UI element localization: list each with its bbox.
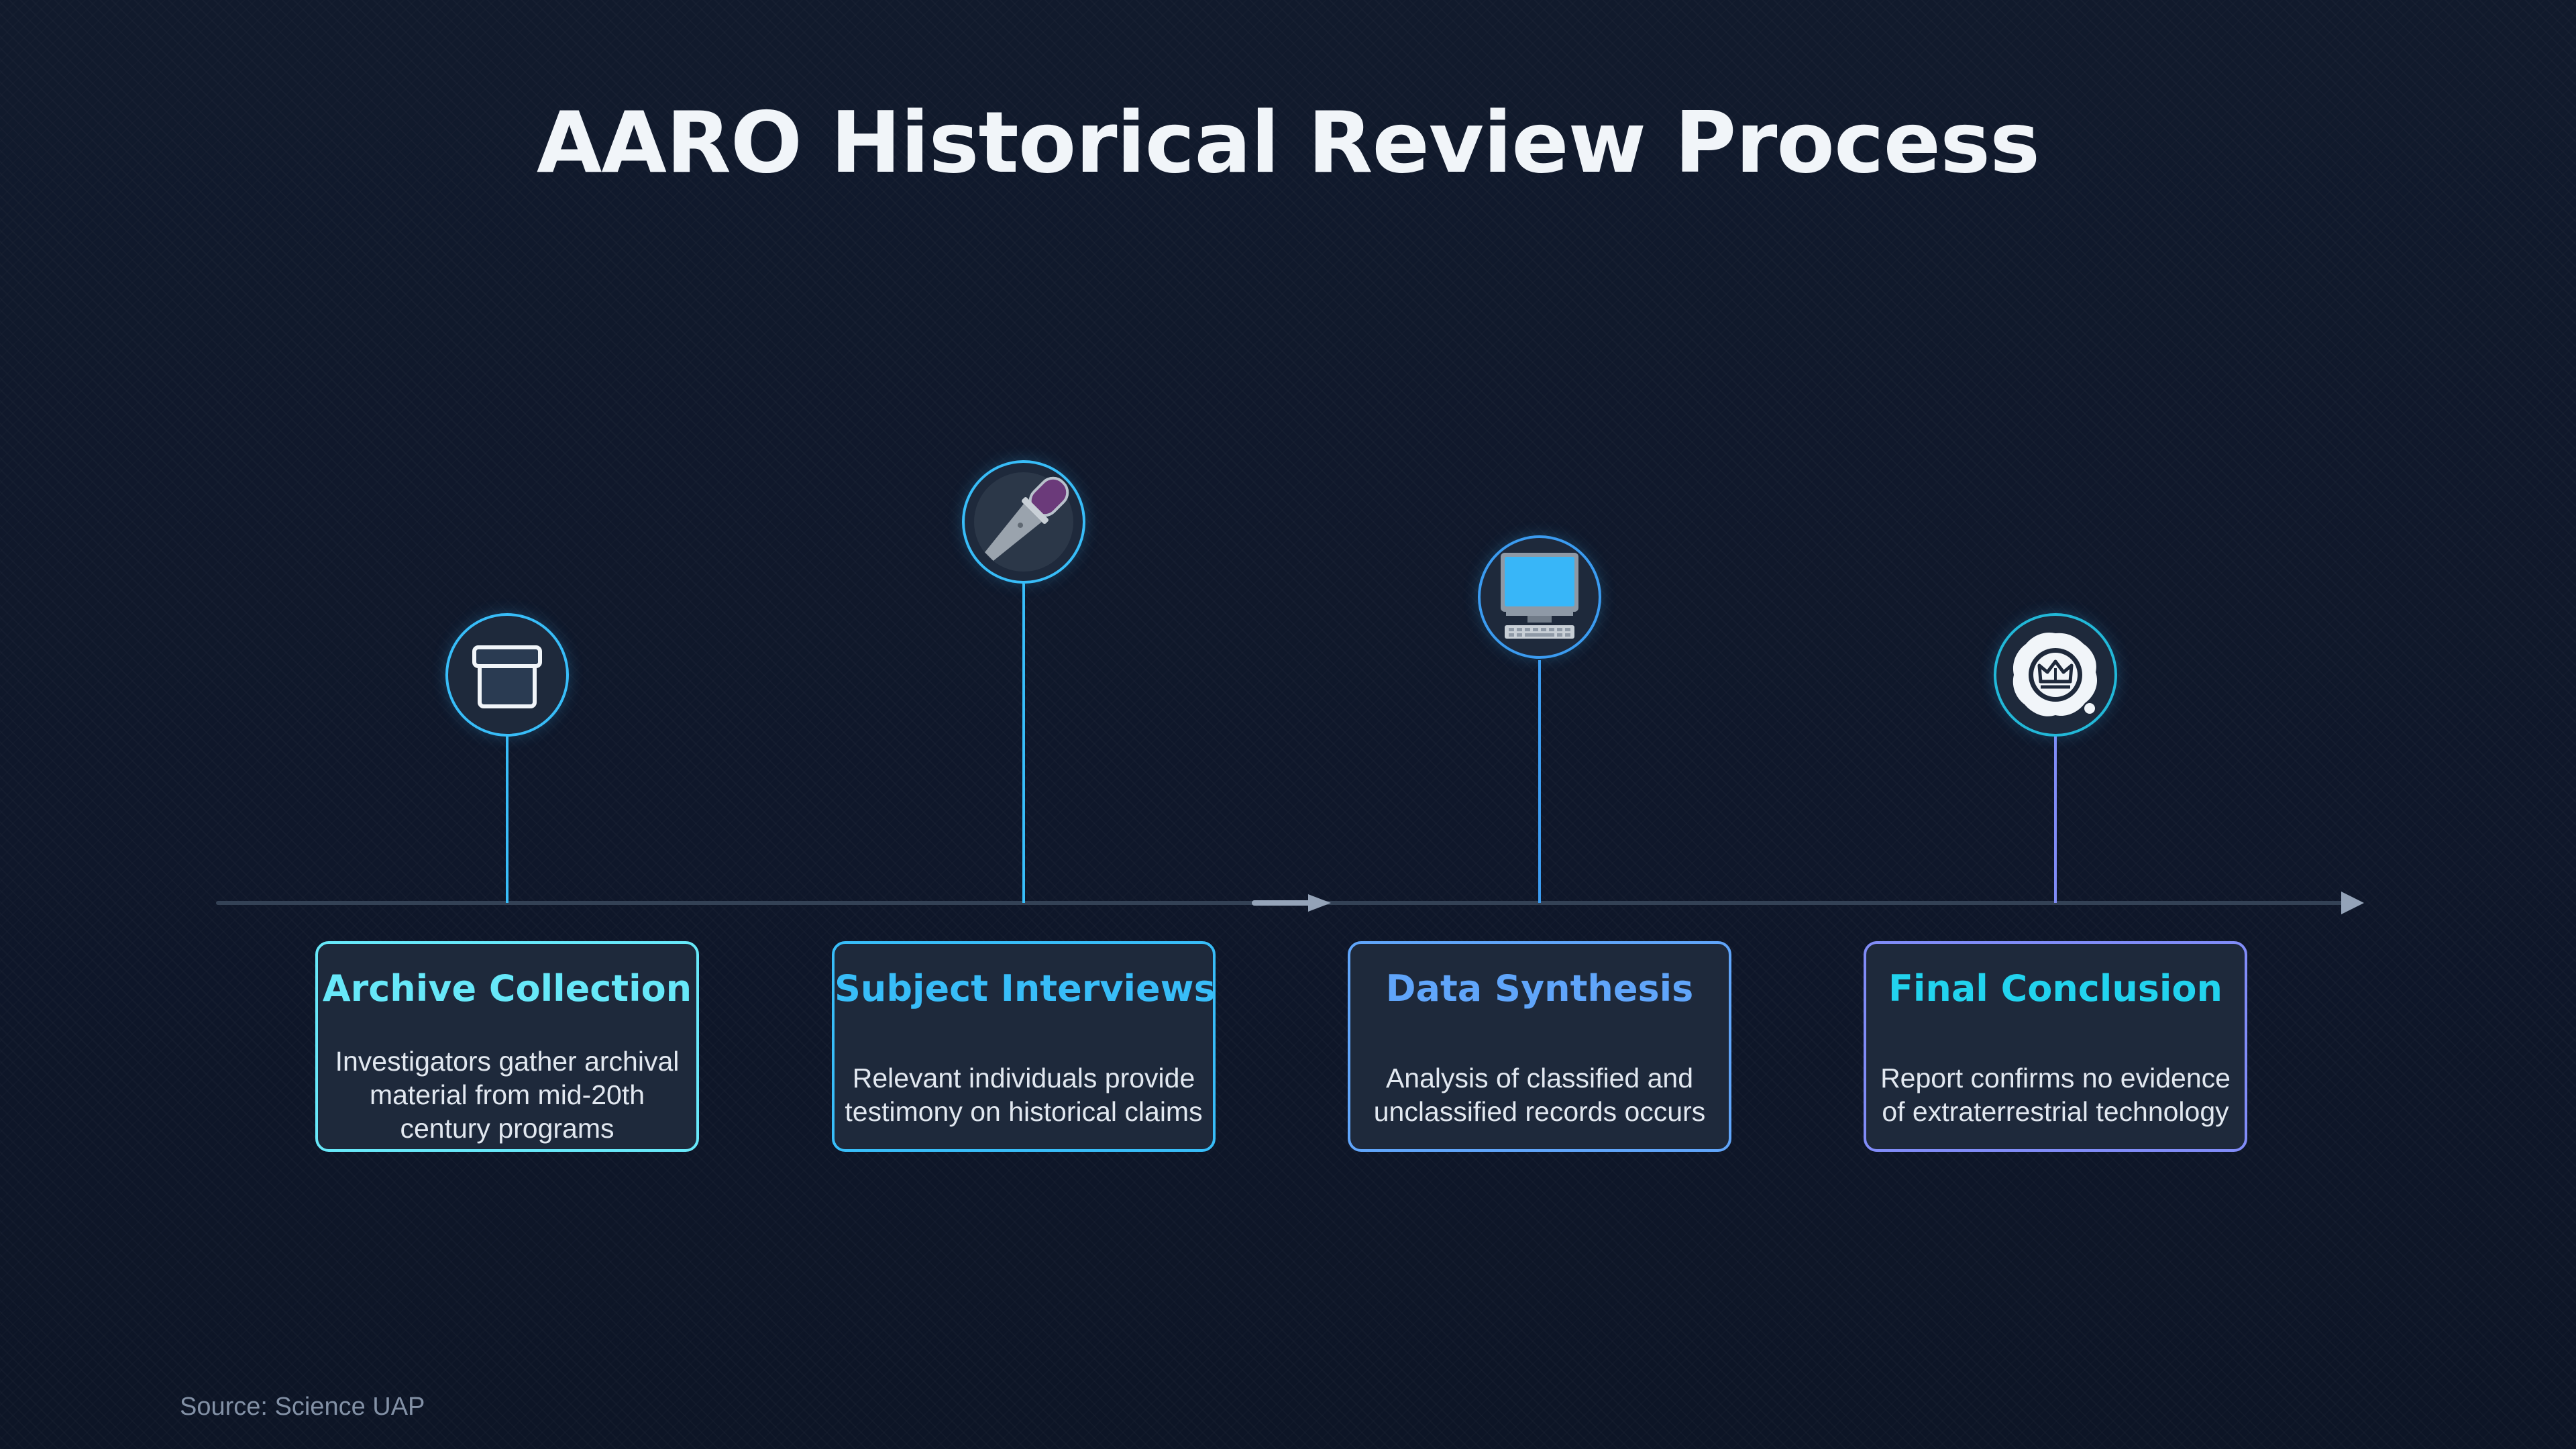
timeline-mid-arrow-head xyxy=(1308,894,1331,912)
timeline-end-arrow xyxy=(2341,892,2364,914)
step-card-final-conclusion: Final Conclusion Report confirms no evid… xyxy=(1864,941,2247,1152)
microphone-icon xyxy=(974,472,1073,572)
source-note: Source: Science UAP xyxy=(180,1393,425,1421)
step-title: Subject Interviews xyxy=(835,967,1216,1010)
step-title: Final Conclusion xyxy=(1888,967,2222,1010)
step-1-icon-circle xyxy=(445,613,569,737)
step-description-text: Report confirms no evidence of extraterr… xyxy=(1880,1063,2231,1127)
step-description-text: Relevant individuals provide testimony o… xyxy=(845,1063,1203,1127)
step-card-subject-interviews: Subject Interviews Relevant individuals … xyxy=(832,941,1216,1152)
step-title: Data Synthesis xyxy=(1385,967,1694,1010)
desktop-computer-icon xyxy=(1501,553,1578,639)
step-card-archive-collection: Archive Collection Investigators gather … xyxy=(315,941,699,1152)
step-description-text: Investigators gather archival material f… xyxy=(335,1046,680,1144)
archive-box-icon xyxy=(472,645,542,708)
step-description-text: Analysis of classified and unclassified … xyxy=(1373,1063,1706,1127)
step-description: Analysis of classified and unclassified … xyxy=(1354,1044,1725,1145)
page-title: AARO Historical Review Process xyxy=(536,93,2040,192)
step-card-data-synthesis: Data Synthesis Analysis of classified an… xyxy=(1348,941,1731,1152)
step-4-icon-circle xyxy=(1994,613,2117,737)
step-2-icon-circle xyxy=(962,460,1085,584)
step-title: Archive Collection xyxy=(322,967,692,1010)
wax-seal-icon xyxy=(2012,632,2098,716)
step-description: Relevant individuals provide testimony o… xyxy=(839,1044,1209,1145)
step-description: Report confirms no evidence of extraterr… xyxy=(1870,1044,2241,1145)
step-description: Investigators gather archival material f… xyxy=(322,1044,692,1145)
step-3-icon-circle xyxy=(1478,535,1601,659)
